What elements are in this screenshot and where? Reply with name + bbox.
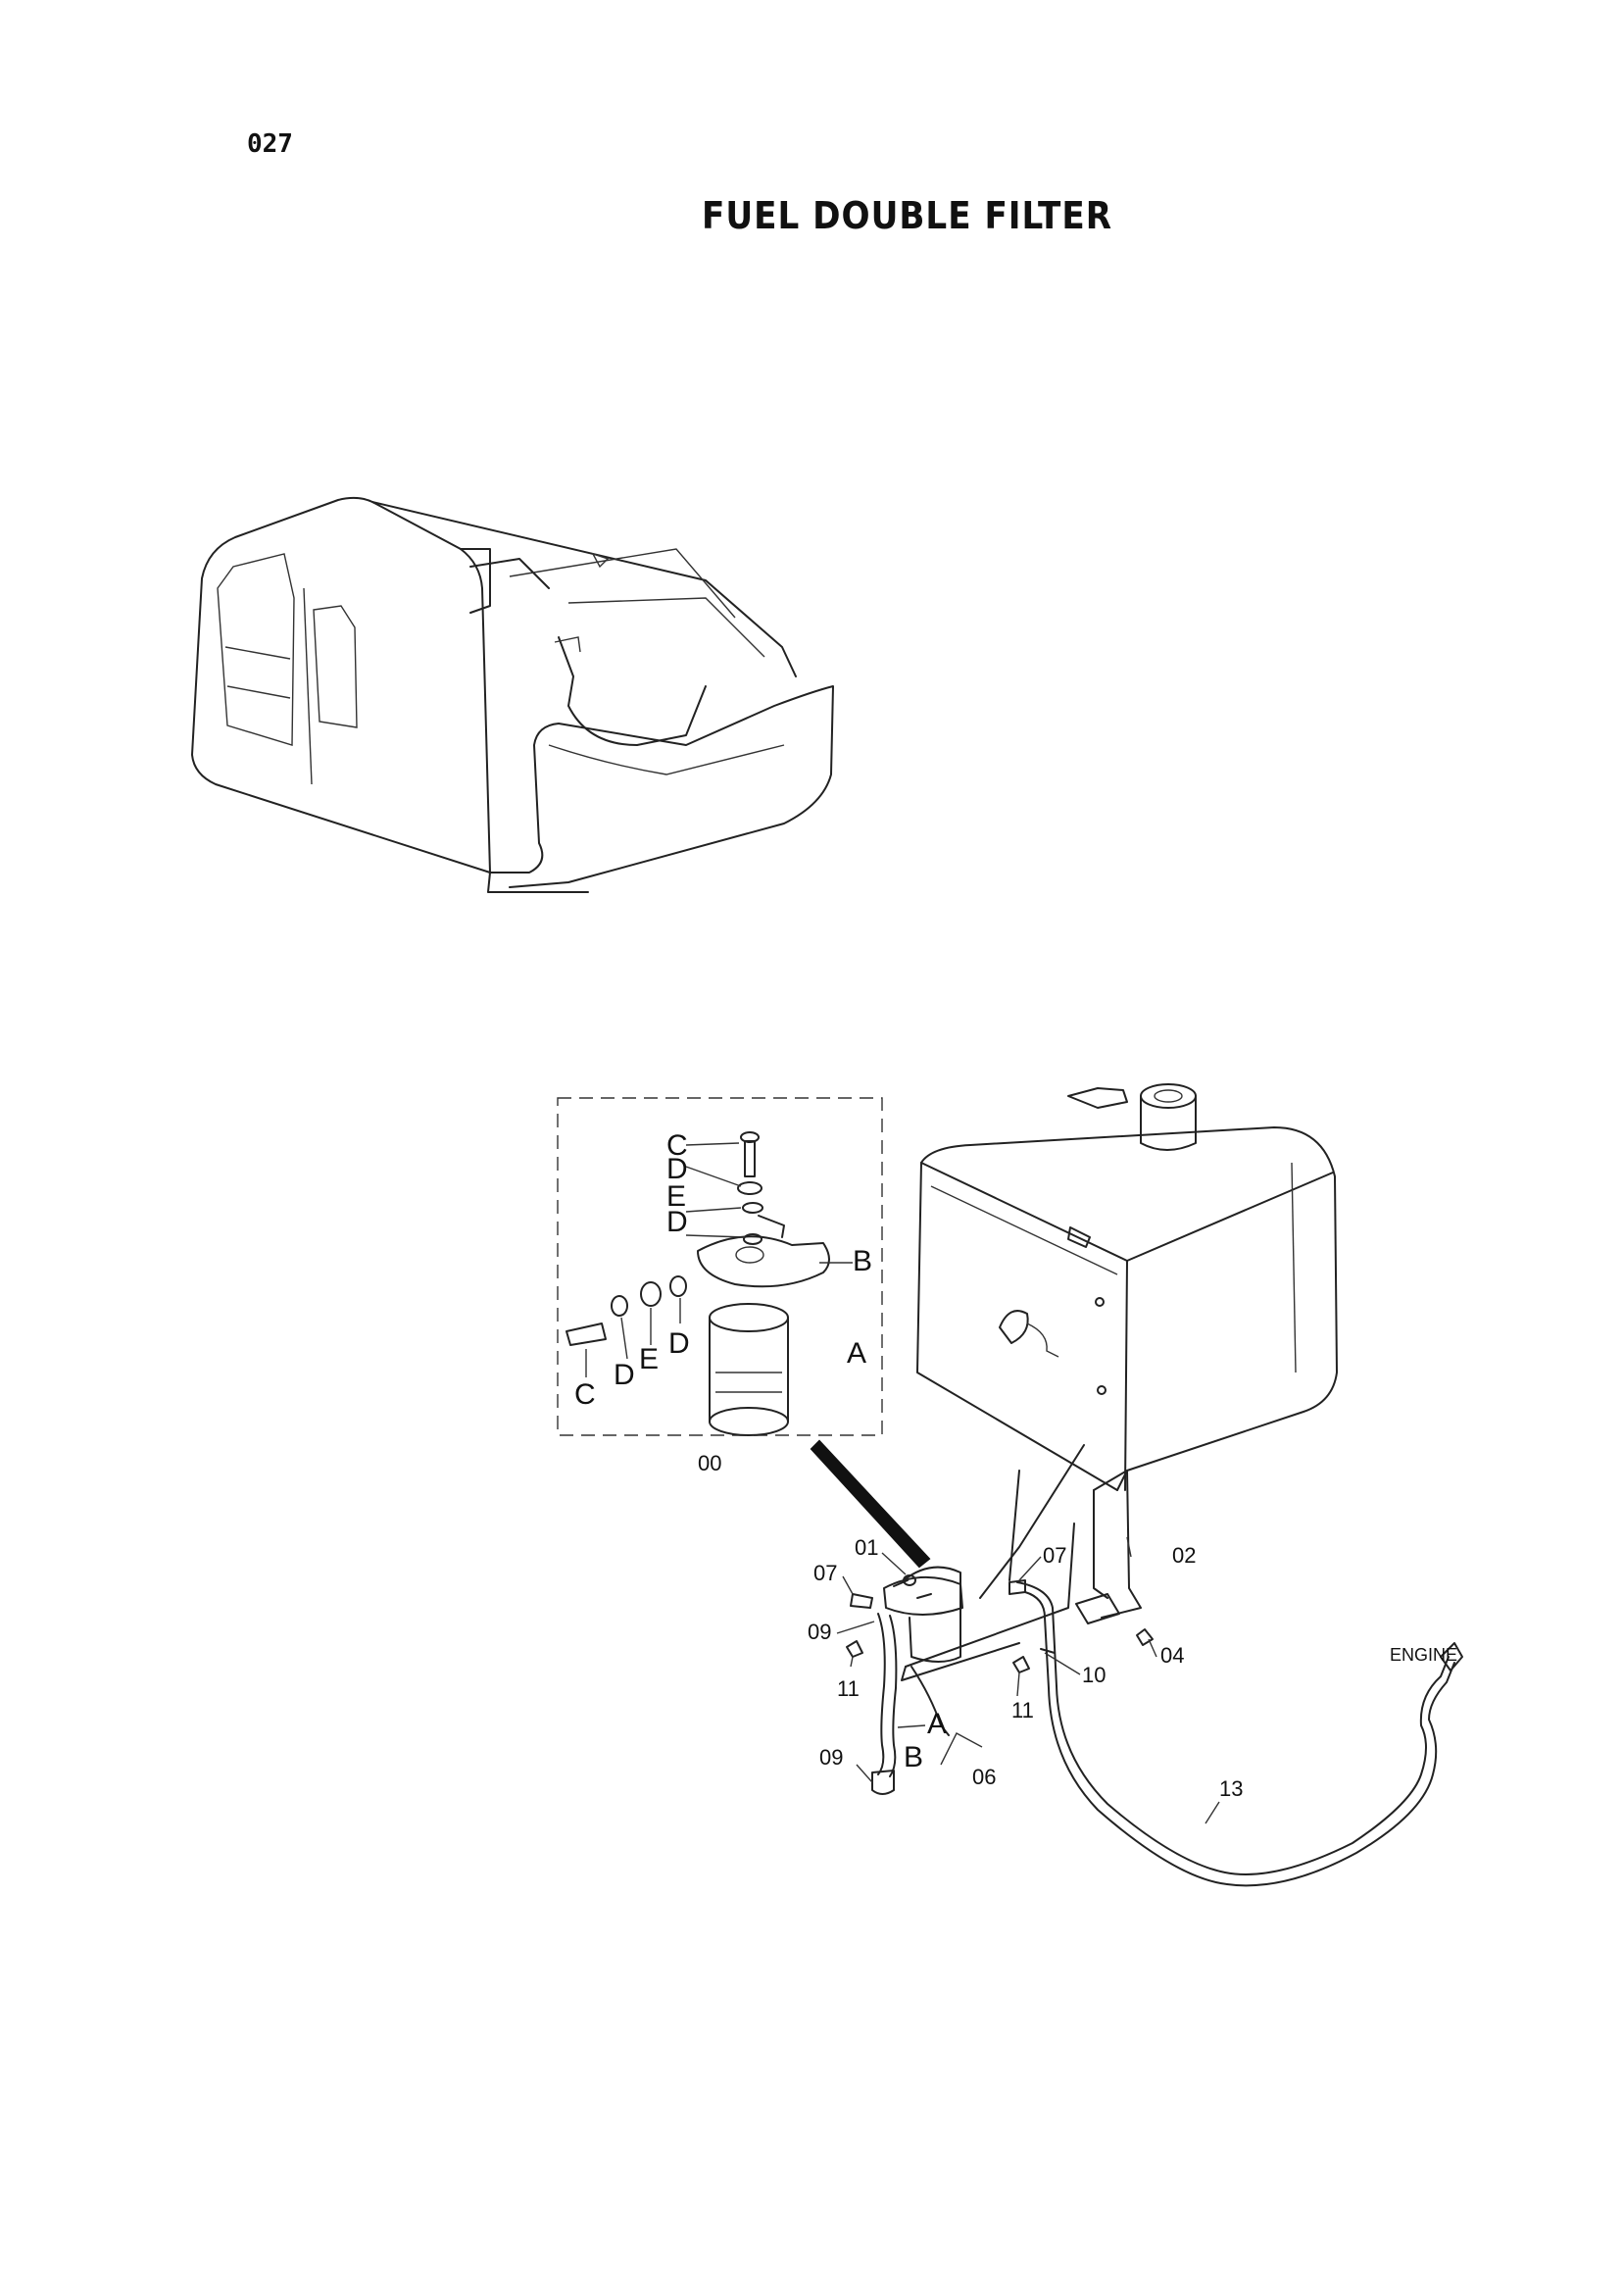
page-number: 027 <box>247 129 293 159</box>
callout-c-top: C <box>666 1129 688 1162</box>
installed-filter-assembly <box>836 1470 1463 1887</box>
callout-c-side: C <box>574 1378 596 1411</box>
callout-09-lower: 09 <box>819 1745 843 1770</box>
callout-engine: ENGINE <box>1390 1645 1457 1665</box>
callout-d-top: D <box>666 1153 688 1185</box>
callout-d-mid: D <box>666 1206 688 1238</box>
page-title: FUEL DOUBLE FILTER <box>702 194 1113 237</box>
filter-detail-inset <box>557 1097 883 1436</box>
callout-e-top: E <box>666 1180 686 1213</box>
callout-a-hose: A <box>927 1708 947 1740</box>
callout-11-right: 11 <box>1011 1698 1034 1722</box>
callout-d-side-2: D <box>668 1327 690 1360</box>
callout-a-element: A <box>847 1337 866 1370</box>
excavator-overview-illustration <box>191 496 834 893</box>
callout-e-side: E <box>639 1343 659 1375</box>
callout-04: 04 <box>1160 1643 1184 1668</box>
callout-07-left: 07 <box>813 1561 837 1585</box>
callout-10: 10 <box>1082 1663 1106 1687</box>
callout-assembly-00: 00 <box>698 1451 721 1475</box>
callout-07-right: 07 <box>1043 1543 1066 1568</box>
callout-06: 06 <box>972 1765 996 1789</box>
callout-b-hose: B <box>904 1741 923 1773</box>
fuel-tank-illustration <box>916 1083 1338 1624</box>
callout-02: 02 <box>1172 1543 1196 1568</box>
callout-11-left: 11 <box>837 1676 860 1701</box>
callout-b-head: B <box>853 1245 872 1277</box>
detail-pointer-arrow <box>810 1439 931 1569</box>
callout-01: 01 <box>855 1535 878 1560</box>
callout-13: 13 <box>1219 1776 1243 1801</box>
callout-09-upper: 09 <box>808 1620 831 1644</box>
callout-d-side: D <box>614 1359 635 1391</box>
